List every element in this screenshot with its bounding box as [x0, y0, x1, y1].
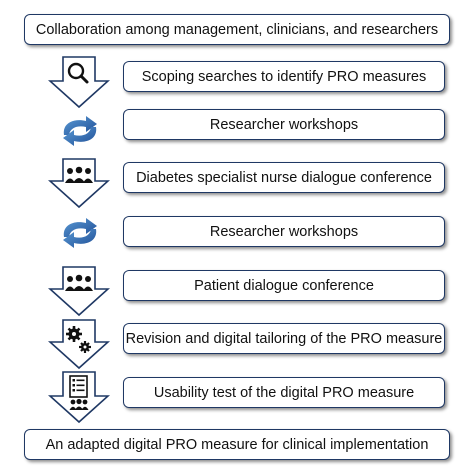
- header-text: Collaboration among management, clinicia…: [35, 21, 439, 38]
- step-label: Researcher workshops: [209, 223, 359, 240]
- step-box-revision-digital-tailoring: Revision and digital tailoring of the PR…: [123, 323, 445, 354]
- step-label: Scoping searches to identify PRO measure…: [141, 68, 427, 85]
- cycle-arrows-icon: [63, 116, 97, 146]
- step-box-researcher-workshops-2: Researcher workshops: [123, 216, 445, 247]
- step-box-researcher-workshops-1: Researcher workshops: [123, 109, 445, 140]
- step-box-nurse-dialogue-conference: Diabetes specialist nurse dialogue confe…: [123, 162, 445, 193]
- step-box-patient-dialogue-conference: Patient dialogue conference: [123, 270, 445, 301]
- checklist-arrow-icon: [48, 371, 110, 424]
- header-box: Collaboration among management, clinicia…: [24, 14, 450, 45]
- footer-text: An adapted digital PRO measure for clini…: [45, 436, 429, 453]
- gears-arrow-icon: [48, 319, 110, 370]
- people-arrow-icon: [48, 266, 110, 317]
- people-arrow-icon: [48, 158, 110, 209]
- magnifier-arrow-icon: [48, 56, 110, 109]
- cycle-arrows-icon: [63, 218, 97, 248]
- step-box-scoping-searches: Scoping searches to identify PRO measure…: [123, 61, 445, 92]
- step-label: Researcher workshops: [209, 116, 359, 133]
- footer-box: An adapted digital PRO measure for clini…: [24, 429, 450, 460]
- step-label: Diabetes specialist nurse dialogue confe…: [136, 169, 432, 186]
- step-label: Patient dialogue conference: [194, 277, 374, 294]
- step-label: Revision and digital tailoring of the PR…: [125, 330, 443, 347]
- step-box-usability-test: Usability test of the digital PRO measur…: [123, 377, 445, 408]
- step-label: Usability test of the digital PRO measur…: [153, 384, 415, 401]
